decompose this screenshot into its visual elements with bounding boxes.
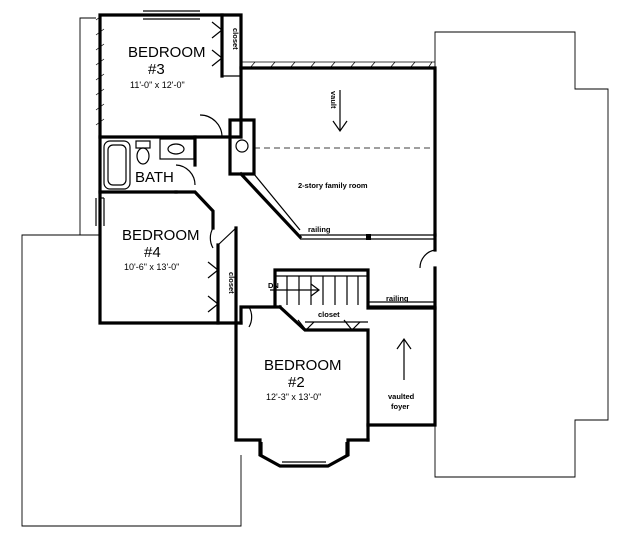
family-room-name: 2-story family room bbox=[298, 181, 368, 190]
bedroom-3-number: #3 bbox=[148, 61, 165, 78]
hall-door[interactable] bbox=[419, 249, 436, 269]
vault-arrow-icon bbox=[332, 90, 348, 133]
bathtub-icon bbox=[103, 140, 131, 190]
bedroom-4-closet[interactable]: closet bbox=[207, 227, 237, 325]
hall: railing bbox=[368, 233, 437, 310]
family-room[interactable]: vault 2-story family room railing bbox=[238, 61, 437, 240]
bedroom-2-door[interactable] bbox=[248, 306, 253, 328]
bedroom-4-name: BEDROOM bbox=[122, 227, 200, 244]
closet-label: closet bbox=[231, 28, 240, 50]
bedroom-4-door[interactable] bbox=[209, 227, 214, 249]
bedroom-3-closet[interactable]: closet bbox=[211, 13, 241, 78]
bath-door[interactable] bbox=[175, 164, 196, 186]
staircase[interactable]: DN bbox=[268, 268, 370, 307]
bedroom-4-size: 10'-6" x 13'-0" bbox=[124, 262, 179, 272]
closet-label: closet bbox=[227, 272, 236, 294]
bedroom-3-name: BEDROOM bbox=[128, 44, 206, 61]
foyer-line-1: vaulted bbox=[388, 392, 415, 401]
bedroom-2-name: BEDROOM bbox=[264, 357, 342, 374]
vanity-icon bbox=[159, 138, 195, 160]
bath-name: BATH bbox=[135, 169, 174, 186]
stair-down-label: DN bbox=[268, 281, 279, 290]
toilet-icon bbox=[135, 140, 151, 149]
bedroom-4-number: #4 bbox=[144, 244, 161, 261]
stair-arrow-icon bbox=[270, 283, 320, 297]
vault-label: vault bbox=[329, 91, 338, 109]
vaulted-foyer[interactable]: vaulted foyer bbox=[366, 306, 437, 427]
bedroom-3-size: 11'-0" x 12'-0" bbox=[130, 80, 185, 90]
foyer-arrow-icon bbox=[396, 337, 412, 380]
bedroom-4[interactable]: closet BEDROOM #4 10'-6" x 13'-0" bbox=[95, 190, 243, 325]
foyer-line-2: foyer bbox=[391, 402, 409, 411]
roof-outline bbox=[21, 17, 609, 527]
railing-post bbox=[366, 234, 371, 240]
bedroom-2-closet[interactable]: closet bbox=[297, 310, 368, 331]
railing-label-upper: railing bbox=[308, 225, 331, 234]
closet-label: closet bbox=[318, 310, 340, 319]
bath[interactable]: BATH bbox=[98, 135, 197, 194]
bedroom-2-number: #2 bbox=[288, 374, 305, 391]
railing-label-lower: railing bbox=[386, 294, 409, 303]
bedroom-2-size: 12'-3" x 13'-0" bbox=[266, 392, 321, 402]
bedroom-3-door[interactable] bbox=[199, 114, 223, 138]
bedroom-2[interactable]: closet BEDROOM #2 12'-3" x 13'-0" bbox=[234, 304, 370, 468]
bedroom-3[interactable]: closet BEDROOM #3 11'-0" x 12'-0" bbox=[95, 10, 243, 139]
